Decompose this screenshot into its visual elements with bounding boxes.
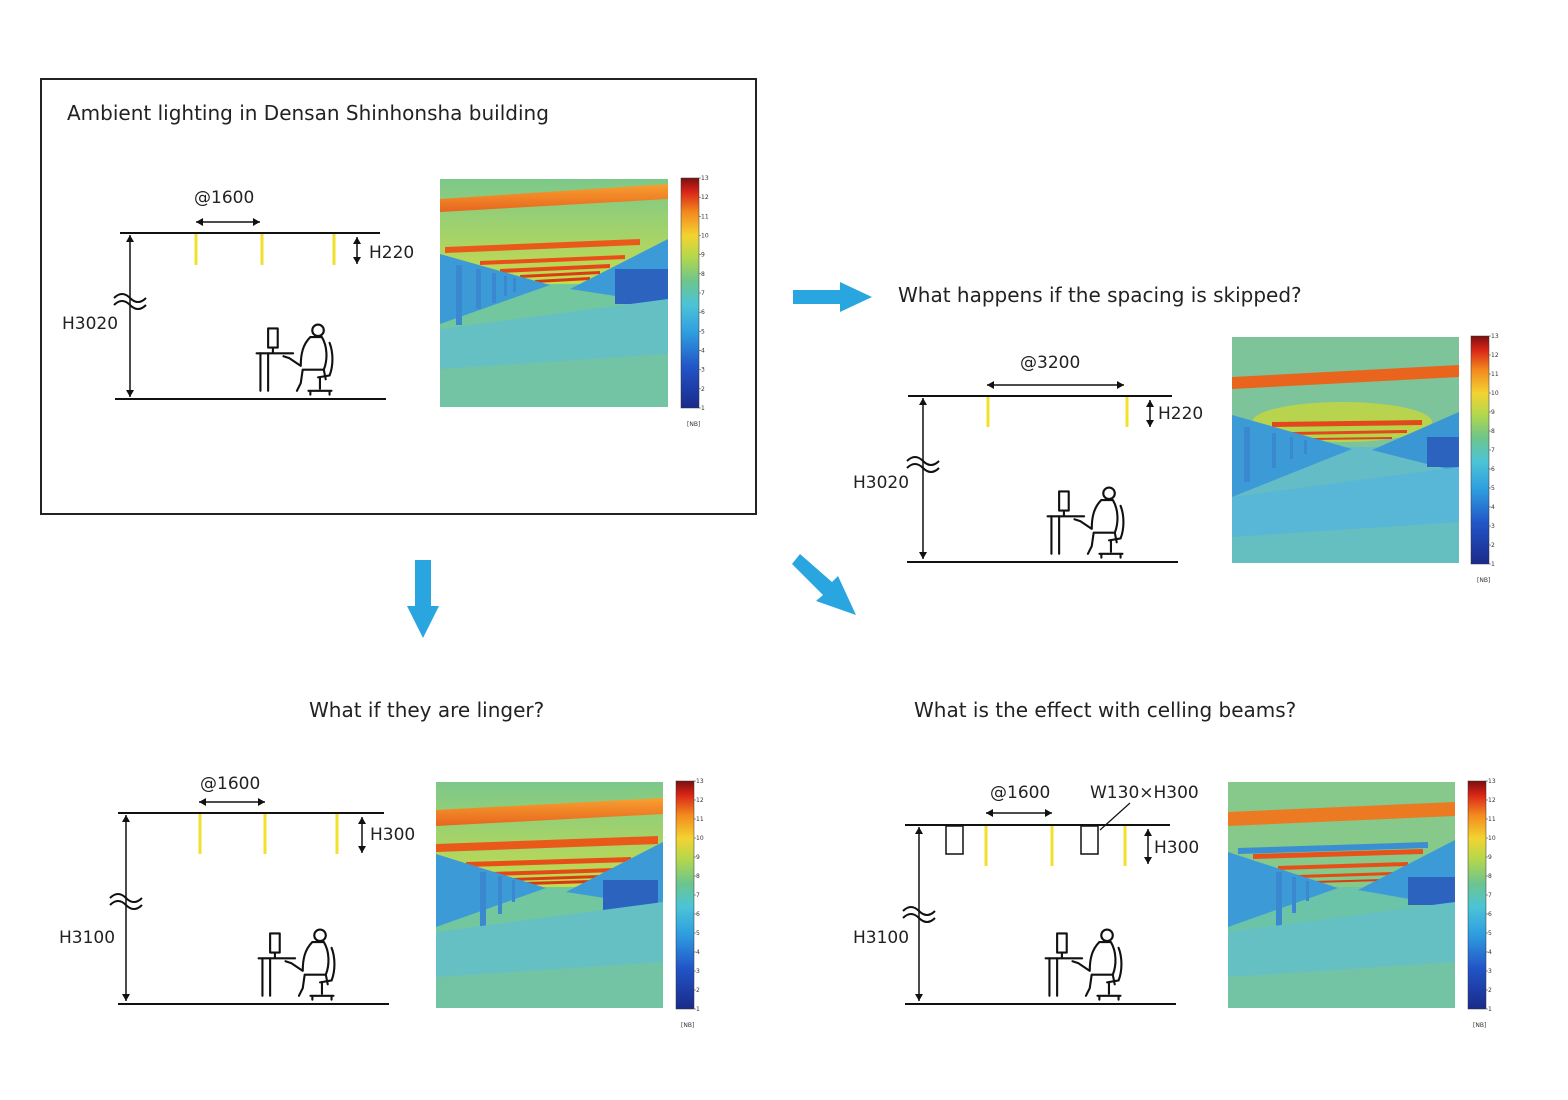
longer-section-diagram: @1600 H300 H3100 <box>59 774 415 1005</box>
scale-tick-label: 13 <box>701 175 709 182</box>
skipped-section-diagram: @3200 H220 H3020 <box>853 353 1203 563</box>
person-at-desk-icon <box>1044 928 1123 1001</box>
fixture-height-label: H300 <box>1154 838 1199 858</box>
scale-tick-label: 9 <box>1491 409 1495 416</box>
beams-luminance-render <box>1228 782 1455 1008</box>
ceiling-height-label: H3020 <box>62 314 118 334</box>
legend-unit: [NB] <box>687 421 700 428</box>
scale-tick-label: 3 <box>701 367 705 374</box>
scale-tick-label: 7 <box>701 290 705 297</box>
beams-section-diagram: @1600 W130×H300 H300 H3100 <box>853 783 1199 1005</box>
scale-tick-label: 3 <box>1488 968 1492 975</box>
scale-tick-label: 1 <box>701 405 705 412</box>
scale-tick-label: 6 <box>1491 466 1495 473</box>
scale-tick-label: 7 <box>1488 892 1492 899</box>
scale-tick-label: 8 <box>1488 873 1492 880</box>
legend-unit: [NB] <box>1473 1022 1486 1029</box>
ceiling-height-label: H3100 <box>59 928 115 948</box>
skipped-luminance-render <box>1232 337 1459 563</box>
scale-tick-label: 7 <box>696 892 700 899</box>
baseline-luminance-render <box>440 179 668 407</box>
scale-tick-label: 5 <box>701 328 705 335</box>
scale-tick-label: 2 <box>1488 987 1492 994</box>
longer-color-scale: 13 12 11 10 9 8 7 6 5 4 3 2 1 [NB] <box>675 778 704 1029</box>
scale-tick-label: 13 <box>696 778 704 785</box>
baseline-panel-frame <box>40 78 757 515</box>
scale-tick-label: 6 <box>696 911 700 918</box>
scale-tick-label: 11 <box>701 213 709 220</box>
person-at-desk-icon <box>255 323 334 396</box>
scale-tick-label: 6 <box>701 309 705 316</box>
beam-size-label: W130×H300 <box>1090 783 1199 803</box>
scale-tick-label: 10 <box>1488 835 1496 842</box>
legend-unit: [NB] <box>681 1022 694 1029</box>
scale-tick-label: 10 <box>701 233 709 240</box>
scale-tick-label: 4 <box>696 949 700 956</box>
scale-tick-label: 11 <box>696 816 704 823</box>
break-symbol-icon <box>113 293 147 310</box>
scale-tick-label: 12 <box>696 797 704 804</box>
scale-tick-label: 10 <box>696 835 704 842</box>
skipped-panel-title: What happens if the spacing is skipped? <box>898 283 1302 307</box>
baseline-color-scale: 13 12 11 10 9 8 7 6 5 4 3 2 1 [NB] <box>680 175 709 428</box>
longer-panel-title: What if they are linger? <box>309 698 545 722</box>
person-at-desk-icon <box>1046 486 1125 559</box>
scale-tick-label: 7 <box>1491 447 1495 454</box>
scale-tick-label: 13 <box>1488 778 1496 785</box>
scale-tick-label: 8 <box>1491 428 1495 435</box>
scale-tick-label: 3 <box>1491 523 1495 530</box>
fixture-height-label: H220 <box>1158 404 1203 424</box>
fixture-height-label: H300 <box>370 825 415 845</box>
scale-tick-label: 9 <box>701 252 705 259</box>
scale-tick-label: 12 <box>1488 797 1496 804</box>
scale-tick-label: 10 <box>1491 390 1499 397</box>
spacing-label: @1600 <box>194 188 254 208</box>
break-symbol-icon <box>902 906 936 923</box>
arrow-icon <box>792 554 856 615</box>
beams-color-scale: 13 12 11 10 9 8 7 6 5 4 3 2 1 [NB] <box>1467 778 1496 1029</box>
scale-tick-label: 12 <box>701 194 709 201</box>
break-symbol-icon <box>109 893 143 910</box>
legend-unit: [NB] <box>1477 577 1490 584</box>
scale-tick-label: 8 <box>701 271 705 278</box>
scale-tick-label: 1 <box>696 1006 700 1013</box>
beams-panel-title: What is the effect with celling beams? <box>914 698 1297 722</box>
ceiling-beam <box>1080 825 1099 855</box>
spacing-label: @3200 <box>1020 353 1080 373</box>
scale-tick-label: 5 <box>1488 930 1492 937</box>
baseline-section-diagram: @1600 H220 H3020 <box>62 188 414 400</box>
person-at-desk-icon <box>257 928 336 1001</box>
scale-tick-label: 9 <box>696 854 700 861</box>
scale-tick-label: 12 <box>1491 352 1499 359</box>
scale-tick-label: 2 <box>701 386 705 393</box>
scale-tick-label: 5 <box>696 930 700 937</box>
scale-tick-label: 3 <box>696 968 700 975</box>
scale-tick-label: 5 <box>1491 485 1495 492</box>
scale-tick-label: 1 <box>1488 1006 1492 1013</box>
scale-tick-label: 1 <box>1491 561 1495 568</box>
scale-tick-label: 2 <box>696 987 700 994</box>
scale-tick-label: 11 <box>1488 816 1496 823</box>
spacing-label: @1600 <box>990 783 1050 803</box>
fixture-height-label: H220 <box>369 243 414 263</box>
ceiling-height-label: H3020 <box>853 473 909 493</box>
ceiling-beam <box>945 825 964 855</box>
scale-tick-label: 4 <box>1491 504 1495 511</box>
scale-tick-label: 13 <box>1491 333 1499 340</box>
scale-tick-label: 11 <box>1491 371 1499 378</box>
ceiling-height-label: H3100 <box>853 928 909 948</box>
scale-tick-label: 2 <box>1491 542 1495 549</box>
baseline-panel-title: Ambient lighting in Densan Shinhonsha bu… <box>67 101 549 125</box>
skipped-color-scale: 13 12 11 10 9 8 7 6 5 4 3 2 1 [NB] <box>1470 333 1499 584</box>
scale-tick-label: 6 <box>1488 911 1492 918</box>
scale-tick-label: 9 <box>1488 854 1492 861</box>
scale-tick-label: 4 <box>701 348 705 355</box>
arrow-icon <box>793 282 872 312</box>
arrow-icon <box>407 560 439 638</box>
scale-tick-label: 8 <box>696 873 700 880</box>
longer-luminance-render <box>436 782 663 1008</box>
scale-tick-label: 4 <box>1488 949 1492 956</box>
spacing-label: @1600 <box>200 774 260 794</box>
break-symbol-icon <box>906 456 940 473</box>
